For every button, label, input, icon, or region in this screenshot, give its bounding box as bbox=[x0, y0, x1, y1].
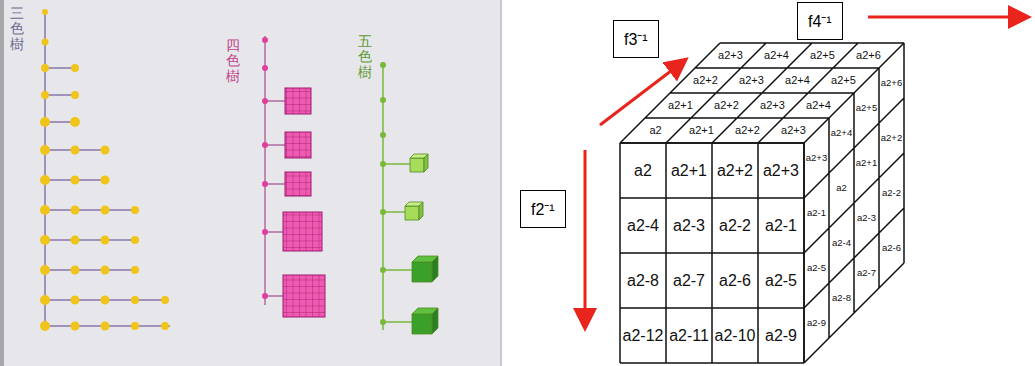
front-face-cell: a2-10 bbox=[715, 328, 756, 344]
front-face-cell: a2-5 bbox=[765, 273, 797, 289]
cube-grid bbox=[620, 43, 904, 363]
paper-edge bbox=[0, 0, 4, 366]
front-face-cell: a2 bbox=[634, 163, 652, 179]
operator-label: f2⁻¹ bbox=[531, 198, 555, 220]
tree-title: 三色樹 bbox=[10, 6, 24, 52]
top-face-cell: a2+5 bbox=[810, 50, 835, 61]
side-face-cell: a2-2 bbox=[882, 188, 901, 198]
top-face-cell: a2+2 bbox=[714, 100, 739, 111]
top-face-cell: a2+5 bbox=[831, 75, 856, 86]
tree-title: 四色樹 bbox=[226, 38, 240, 84]
side-face-cell: a2-5 bbox=[807, 263, 826, 273]
tree-title: 五色樹 bbox=[358, 34, 372, 80]
front-face-cell: a2-11 bbox=[669, 328, 709, 344]
top-face-cell: a2+4 bbox=[764, 50, 789, 61]
front-face-cell: a2-12 bbox=[623, 328, 664, 344]
front-face-cell: a2+2 bbox=[717, 163, 753, 179]
side-face-cell: a2-4 bbox=[832, 238, 851, 248]
side-face-cell: a2-6 bbox=[882, 243, 901, 253]
side-face-cell: a2-1 bbox=[807, 208, 826, 218]
top-face-cell: a2+3 bbox=[718, 50, 743, 61]
front-face-cell: a2-7 bbox=[673, 273, 705, 289]
front-face-cell: a2-8 bbox=[627, 273, 659, 289]
paper bbox=[0, 0, 502, 366]
top-face-cell: a2+4 bbox=[785, 75, 810, 86]
operator-label: f3⁻¹ bbox=[624, 28, 648, 50]
top-face-cell: a2+6 bbox=[856, 50, 881, 61]
top-face-cell: a2+1 bbox=[689, 125, 714, 136]
top-face-cell: a2+2 bbox=[693, 75, 718, 86]
top-face-cell: a2+3 bbox=[781, 125, 806, 136]
side-face-cell: a2+4 bbox=[831, 128, 852, 138]
front-face-cell: a2+1 bbox=[671, 163, 707, 179]
top-face-cell: a2+2 bbox=[735, 125, 760, 136]
front-face-cell: a2-6 bbox=[719, 273, 751, 289]
operator-label: f4⁻¹ bbox=[808, 10, 832, 32]
side-face-cell: a2+2 bbox=[881, 133, 902, 143]
side-face-cell: a2-9 bbox=[807, 318, 826, 328]
front-face-cell: a2-4 bbox=[627, 218, 659, 234]
paper-edge bbox=[500, 0, 502, 366]
side-face-cell: a2+3 bbox=[806, 153, 827, 163]
side-face-cell: a2+5 bbox=[856, 103, 877, 113]
operator-box: f4⁻¹ bbox=[797, 2, 843, 40]
direction-arrow bbox=[585, 17, 1026, 326]
side-face-cell: a2-8 bbox=[832, 293, 851, 303]
front-face-cell: a2-3 bbox=[673, 218, 705, 234]
front-face-cell: a2+3 bbox=[763, 163, 799, 179]
three-color-tree bbox=[40, 9, 170, 331]
operator-box: f2⁻¹ bbox=[520, 190, 566, 228]
top-face-cell: a2+1 bbox=[668, 100, 693, 111]
side-face-cell: a2-7 bbox=[857, 268, 876, 278]
top-face-cell: a2 bbox=[649, 125, 661, 136]
side-face-cell: a2+1 bbox=[856, 158, 877, 168]
operator-box: f3⁻¹ bbox=[613, 20, 659, 58]
front-face-cell: a2-9 bbox=[765, 328, 797, 344]
side-face-cell: a2+6 bbox=[881, 78, 902, 88]
four-color-tree bbox=[262, 36, 325, 317]
five-color-tree bbox=[380, 62, 438, 334]
top-face-cell: a2+3 bbox=[760, 100, 785, 111]
side-face-cell: a2-3 bbox=[857, 213, 876, 223]
top-face-cell: a2+3 bbox=[739, 75, 764, 86]
top-face-cell: a2+4 bbox=[806, 100, 831, 111]
front-face-cell: a2-1 bbox=[765, 218, 797, 234]
front-face-cell: a2-2 bbox=[719, 218, 751, 234]
side-face-cell: a2 bbox=[836, 183, 847, 193]
